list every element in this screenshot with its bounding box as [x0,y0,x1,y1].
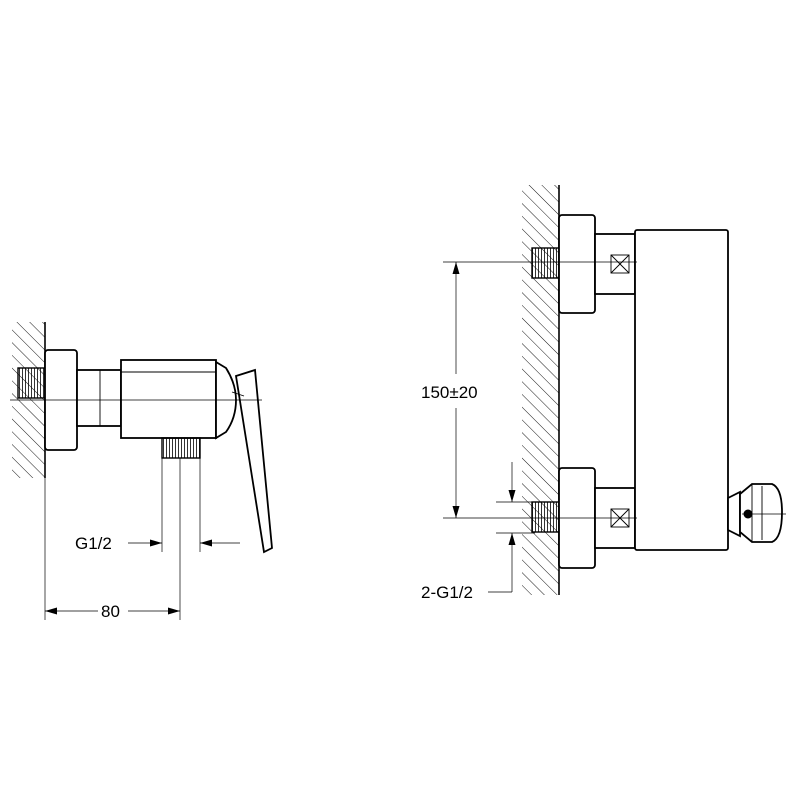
side-lever-handle [234,368,273,554]
dimension-2g12: 2-G1/2 [421,462,535,602]
dimension-g12: G1/2 [75,534,240,553]
wall-connection-label: 2-G1/2 [421,583,473,602]
depth-label: 80 [101,602,120,621]
dimension-80: 80 [45,602,180,621]
side-outlet-thread [161,437,201,459]
dimension-150: 150±20 [421,262,478,518]
front-view: 150±20 2-G1/2 [421,185,786,602]
side-inlet-thread [17,367,47,399]
front-outlet-nozzle [727,483,786,543]
side-connector [76,369,122,427]
side-mixer-body [120,359,217,439]
center-distance-label: 150±20 [421,383,478,402]
front-mixer-body [634,229,729,551]
front-wall [522,185,560,595]
side-view: G1/2 80 [10,322,273,621]
g12-label: G1/2 [75,534,112,553]
